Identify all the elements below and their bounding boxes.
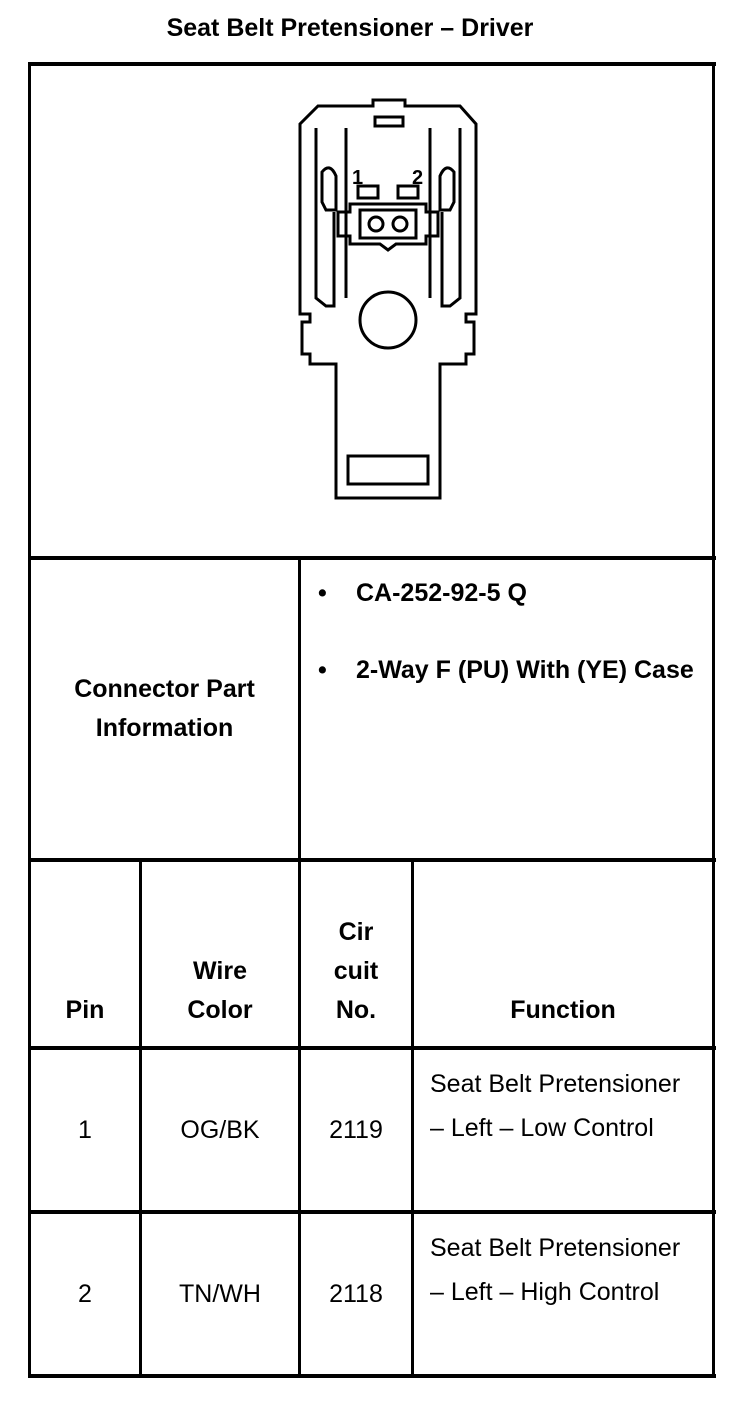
- connector-part-list: •CA-252-92-5 Q •2-Way F (PU) With (YE) C…: [318, 574, 708, 728]
- divider: [139, 860, 142, 1376]
- table-cell-function: Seat Belt Pretensioner – Left – Low Cont…: [430, 1070, 681, 1142]
- divider: [28, 62, 716, 66]
- divider: [28, 1210, 716, 1214]
- table-cell-pin: 1: [78, 1115, 92, 1144]
- connector-part-label: Connector Part Information: [74, 675, 255, 742]
- table-cell-function: Seat Belt Pretensioner – Left – High Con…: [430, 1234, 681, 1306]
- table-cell-circuit: 2118: [329, 1279, 383, 1308]
- page-title: Seat Belt Pretensioner – Driver: [166, 14, 534, 42]
- divider: [28, 858, 716, 862]
- table-cell-wire-color: TN/WH: [179, 1279, 261, 1308]
- connector-face-diagram: 1 2: [298, 98, 478, 500]
- connector-table: 1 2 Connector Part Information •CA-252-9…: [28, 62, 716, 1378]
- table-cell-circuit: 2119: [329, 1115, 383, 1144]
- pin-label-1: 1: [352, 167, 363, 189]
- list-item: •2-Way F (PU) With (YE) Case: [318, 656, 694, 684]
- divider: [712, 62, 715, 1376]
- list-item: •CA-252-92-5 Q: [318, 579, 527, 607]
- divider: [411, 860, 414, 1376]
- table-cell-wire-color: OG/BK: [180, 1115, 260, 1144]
- divider: [28, 1374, 716, 1378]
- divider: [28, 556, 716, 560]
- divider: [28, 62, 31, 1376]
- divider: [28, 1046, 716, 1050]
- table-cell-pin: 2: [78, 1279, 92, 1308]
- header-function: Function: [510, 996, 616, 1024]
- divider: [298, 558, 301, 1376]
- header-circuit-no: Cir cuit No.: [333, 918, 379, 1024]
- pin-label-2: 2: [412, 167, 423, 189]
- header-wire-color: Wire Color: [187, 957, 253, 1024]
- header-pin: Pin: [65, 996, 105, 1024]
